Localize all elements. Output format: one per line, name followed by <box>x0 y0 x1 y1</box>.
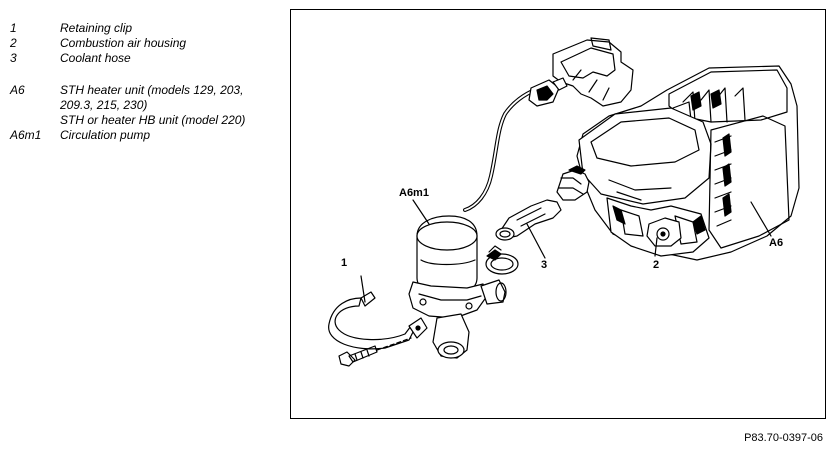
legend-key: A6m1 <box>10 128 42 142</box>
circulation-pump <box>408 215 507 359</box>
screw <box>338 337 412 367</box>
legend-key: A6 <box>10 83 25 97</box>
callout-heater: A6 <box>769 237 783 249</box>
legend-key: 2 <box>10 36 17 50</box>
legend-row: STH or heater HB unit (model 220) <box>10 113 280 128</box>
retaining-clip <box>328 291 428 350</box>
leader-lines <box>360 199 772 303</box>
legend-text: 209.3, 215, 230) <box>60 98 148 112</box>
hose-clamp <box>485 245 519 275</box>
diagram-frame: 1 A6m1 3 2 A6 <box>290 9 826 419</box>
legend-key: 1 <box>10 21 17 35</box>
legend-row: A6m1 Circulation pump <box>10 128 280 143</box>
legend-row: 1 Retaining clip <box>10 21 280 36</box>
legend-text: STH heater unit (models 129, 203, <box>60 83 244 97</box>
legend: 1 Retaining clip 2 Combustion air housin… <box>10 21 280 143</box>
legend-row: 2 Combustion air housing <box>10 36 280 51</box>
legend-text: Circulation pump <box>60 128 151 142</box>
exploded-view-drawing: 1 A6m1 3 2 A6 <box>328 37 800 367</box>
legend-gap <box>10 66 280 83</box>
legend-text: Combustion air housing <box>60 36 187 50</box>
legend-text: Retaining clip <box>60 21 133 35</box>
wire-harness <box>463 88 537 212</box>
legend-row: 3 Coolant hose <box>10 51 280 66</box>
legend-text: Coolant hose <box>60 51 131 65</box>
figure-reference: P83.70-0397-06 <box>744 432 823 444</box>
heater-unit-a6 <box>556 65 800 261</box>
legend-row: 209.3, 215, 230) <box>10 98 280 113</box>
legend-text: STH or heater HB unit (model 220) <box>60 113 246 127</box>
callout-housing: 2 <box>653 259 659 271</box>
legend-row: A6 STH heater unit (models 129, 203, <box>10 83 280 98</box>
callout-hose: 3 <box>541 259 547 271</box>
callout-pump: A6m1 <box>399 187 429 199</box>
electrical-connector <box>528 77 568 107</box>
callout-clip: 1 <box>341 257 347 269</box>
heater-cover-part <box>552 37 634 107</box>
legend-key: 3 <box>10 51 17 65</box>
coolant-hose <box>495 199 562 241</box>
